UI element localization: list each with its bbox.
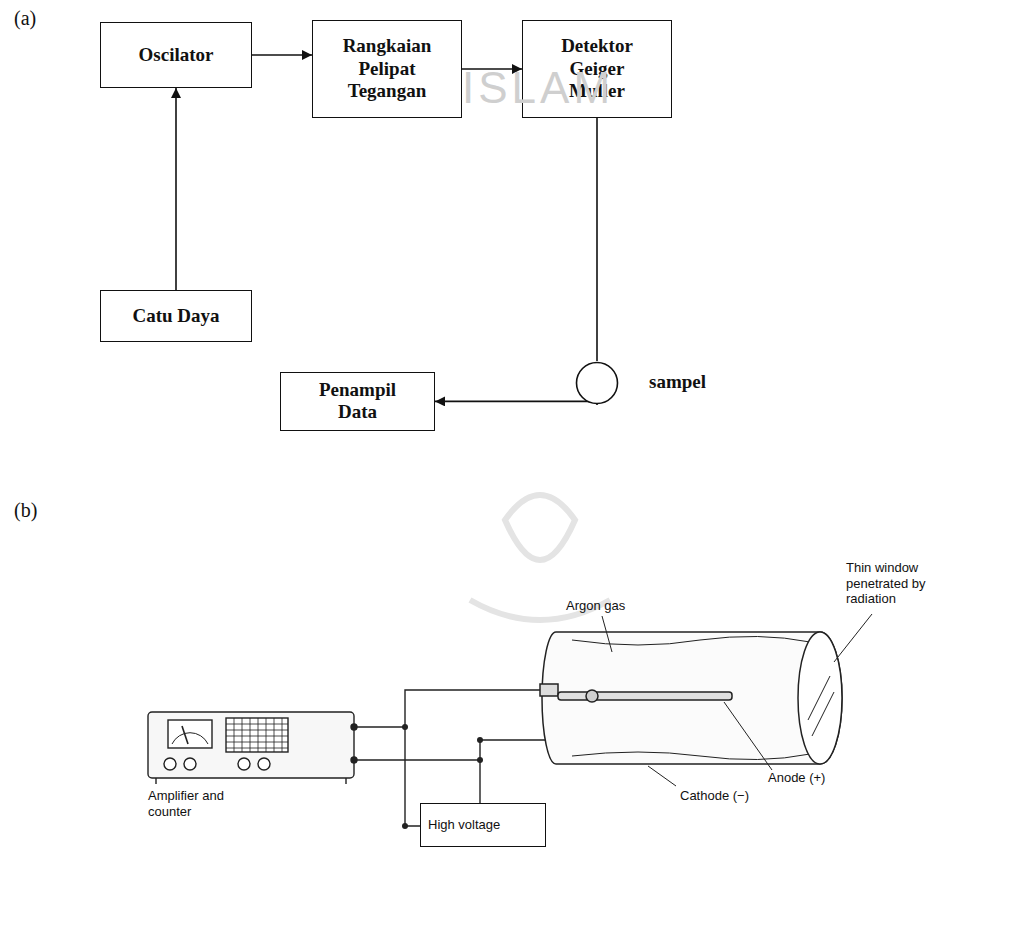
- part-label: Anode (+): [768, 770, 858, 786]
- node-text: Oscilator: [111, 44, 241, 66]
- watermark: ISLAM: [462, 62, 642, 115]
- process-box: Catu Daya: [100, 290, 252, 342]
- flow-connector: [175, 88, 177, 290]
- circle-outline: [575, 361, 619, 405]
- part-label: (b): [14, 498, 54, 522]
- sample-label: sampel: [649, 371, 706, 393]
- geiger-muller-tube: [540, 632, 842, 764]
- part-label: (a): [14, 6, 54, 30]
- process-box: Rangkaian Pelipat Tegangan: [312, 20, 462, 118]
- part-label: Cathode (−): [680, 788, 780, 804]
- part-label: Argon gas: [566, 598, 656, 614]
- sample-circle: sampel: [575, 361, 619, 405]
- power-supply-box: High voltage: [420, 803, 546, 847]
- part-label: Amplifier and counter: [148, 788, 258, 819]
- node-text: High voltage: [428, 817, 538, 833]
- node-text: Catu Daya: [111, 305, 241, 327]
- node-text: Penampil Data: [308, 379, 408, 424]
- process-box: Oscilator: [100, 22, 252, 88]
- amplifier-counter: [148, 712, 357, 784]
- process-box: Penampil Data: [280, 372, 435, 431]
- flow-connector: [252, 54, 312, 56]
- part-label: Thin window penetrated by radiation: [846, 560, 958, 607]
- node-text: Rangkaian Pelipat Tegangan: [332, 35, 442, 102]
- flow-connector: [435, 401, 597, 405]
- flow-connector: [596, 118, 598, 361]
- leader-line: [602, 614, 872, 786]
